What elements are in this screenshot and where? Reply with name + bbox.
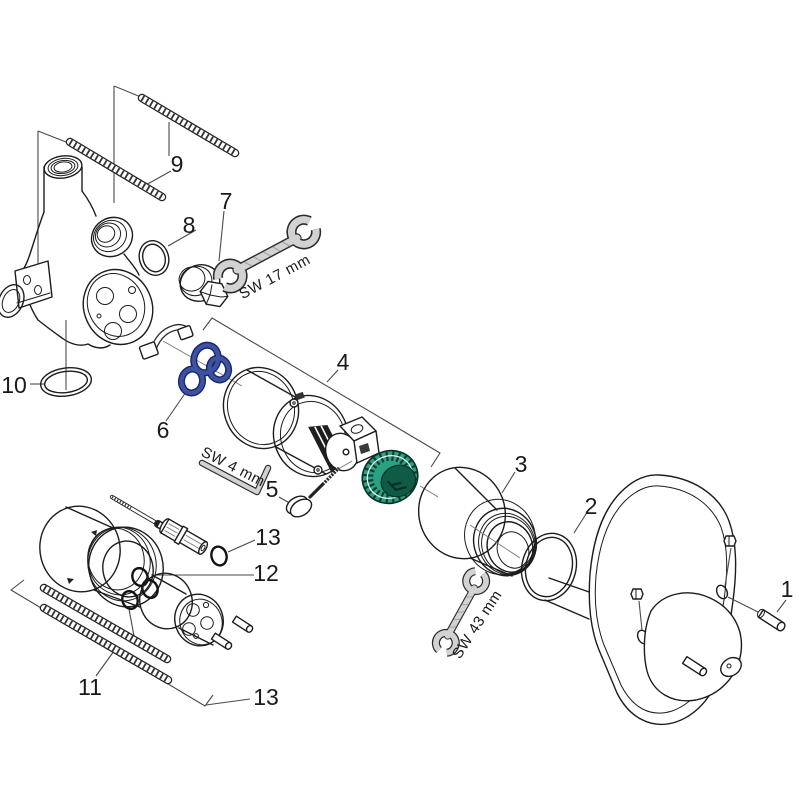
threaded-rod bbox=[39, 583, 172, 664]
callout-8: 8 bbox=[183, 212, 196, 238]
seal-set-6 bbox=[162, 340, 243, 422]
callout-6: 6 bbox=[157, 417, 170, 443]
callout-10: 10 bbox=[1, 372, 27, 398]
wall-bracket bbox=[14, 260, 53, 309]
callout-5: 5 bbox=[266, 476, 279, 502]
callout-4: 4 bbox=[337, 349, 350, 375]
valve-front-face bbox=[82, 268, 154, 346]
threaded-rod bbox=[137, 93, 240, 158]
threaded-rods-9 bbox=[37, 85, 240, 276]
extension-spindle bbox=[159, 518, 209, 555]
callout-labels: 1 2 3 4 5 6 7 8 9 10 11 12 13 13 bbox=[1, 151, 793, 710]
hex-nub bbox=[630, 588, 644, 600]
hex-nub bbox=[723, 535, 737, 547]
extension-sleeve bbox=[39, 505, 164, 608]
callout-7: 7 bbox=[220, 188, 233, 214]
sleeve-3 bbox=[417, 466, 538, 577]
threaded-rod bbox=[39, 603, 173, 685]
pin-1 bbox=[756, 608, 786, 632]
cartridge-4 bbox=[222, 366, 380, 478]
o-ring-10 bbox=[30, 320, 93, 398]
callout-11: 11 bbox=[78, 674, 102, 700]
valve-body bbox=[0, 155, 154, 349]
handle-pin bbox=[681, 655, 708, 677]
callout-13-lower: 13 bbox=[253, 684, 279, 710]
callout-13-upper: 13 bbox=[255, 524, 281, 550]
allen-key-sw4-icon bbox=[198, 459, 272, 496]
callout-12: 12 bbox=[253, 560, 279, 586]
group-bracket-4 bbox=[202, 317, 441, 468]
callout-9: 9 bbox=[171, 151, 184, 177]
bottom-port bbox=[0, 284, 25, 318]
callout-1: 1 bbox=[781, 576, 794, 602]
o-ring-13 bbox=[210, 545, 228, 567]
o-ring-8 bbox=[138, 229, 197, 276]
screw-5 bbox=[278, 460, 353, 518]
extension-assembly bbox=[10, 494, 256, 707]
escutcheon-plate bbox=[588, 474, 787, 726]
small-cartridge bbox=[139, 572, 224, 647]
threaded-rod bbox=[65, 137, 167, 202]
pin bbox=[210, 632, 233, 650]
o-ring-2 bbox=[520, 513, 587, 602]
callout-3: 3 bbox=[515, 451, 528, 477]
valve-stem bbox=[544, 577, 593, 620]
handle-dome bbox=[643, 592, 743, 702]
callout-2: 2 bbox=[585, 493, 598, 519]
pipe-clip bbox=[138, 323, 194, 360]
long-screw bbox=[109, 494, 171, 533]
screw-plug-7 bbox=[178, 210, 229, 308]
ring-nut-green bbox=[361, 449, 419, 505]
pin bbox=[231, 615, 254, 633]
